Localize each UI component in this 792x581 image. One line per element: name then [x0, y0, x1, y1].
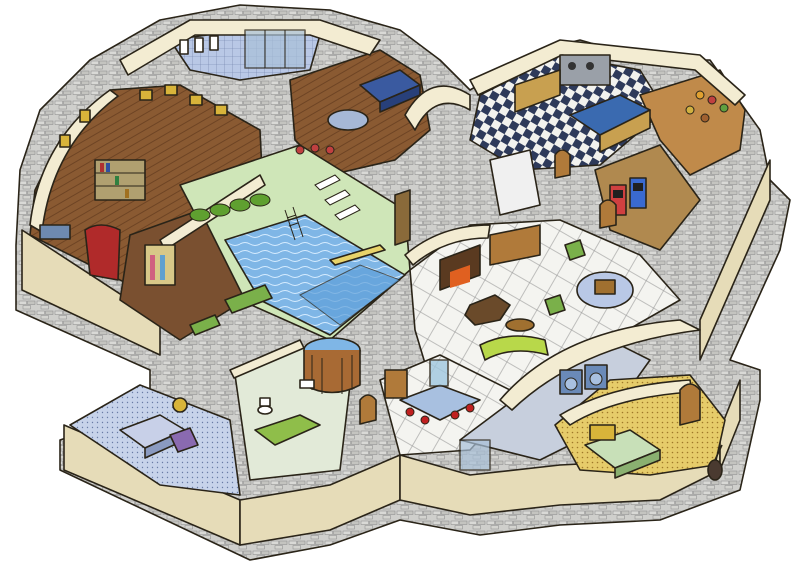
dresser-icon	[589, 424, 616, 441]
fridge-icon	[489, 149, 541, 216]
toilet-icon	[257, 397, 273, 415]
wall-living-arc	[404, 224, 491, 266]
wall-bath-divider	[229, 339, 305, 379]
shower-stall-icon	[459, 439, 491, 471]
curtain-icon	[84, 224, 121, 281]
floor-pantry	[639, 69, 746, 176]
wall-laundry-arc	[499, 319, 701, 411]
bearskin-rug	[464, 294, 511, 326]
door-icon	[359, 149, 617, 425]
plant-icon	[189, 143, 335, 222]
guitar-icon	[707, 444, 723, 481]
pool-ladder-icon	[284, 206, 304, 241]
stove-icon	[559, 54, 611, 86]
diving-board-icon	[329, 189, 411, 266]
wall-gym-back	[119, 19, 381, 76]
wall-top-curve	[404, 85, 471, 131]
shelf-icon	[489, 224, 541, 266]
kitchen-island-icon	[569, 94, 651, 153]
wall-library-arc	[29, 89, 119, 233]
bookshelf-icon	[94, 159, 146, 201]
wall-left-wing	[21, 229, 161, 356]
bed-icon	[359, 69, 421, 113]
dining-table-icon	[399, 384, 481, 425]
desk-icon	[39, 224, 71, 240]
wall-kitchen-back	[469, 39, 746, 106]
shower-stall-icon	[244, 29, 306, 69]
frame-icon	[59, 84, 228, 148]
lounger-icon	[314, 174, 361, 221]
sofa-icon	[479, 335, 549, 361]
pool-deep-end	[299, 264, 402, 326]
wall-east	[699, 159, 771, 361]
round-table-icon	[576, 271, 634, 309]
cabinet-icon	[384, 359, 449, 399]
sofa-icon	[189, 284, 273, 336]
rug	[327, 109, 369, 131]
fireplace-icon	[439, 244, 481, 291]
washer-icon	[559, 364, 608, 395]
sink-icon	[179, 35, 219, 55]
coffee-table-icon	[505, 318, 535, 332]
frame-icon	[172, 397, 188, 413]
bathtub-icon	[254, 414, 321, 446]
armchair-icon	[544, 239, 586, 316]
wardrobe-icon	[144, 244, 176, 286]
door-icon	[679, 383, 701, 426]
wall-right	[719, 379, 741, 471]
jar-icon	[685, 90, 729, 123]
sink-icon	[299, 379, 315, 389]
counter-icon	[514, 69, 561, 113]
armchair-icon	[169, 427, 199, 453]
